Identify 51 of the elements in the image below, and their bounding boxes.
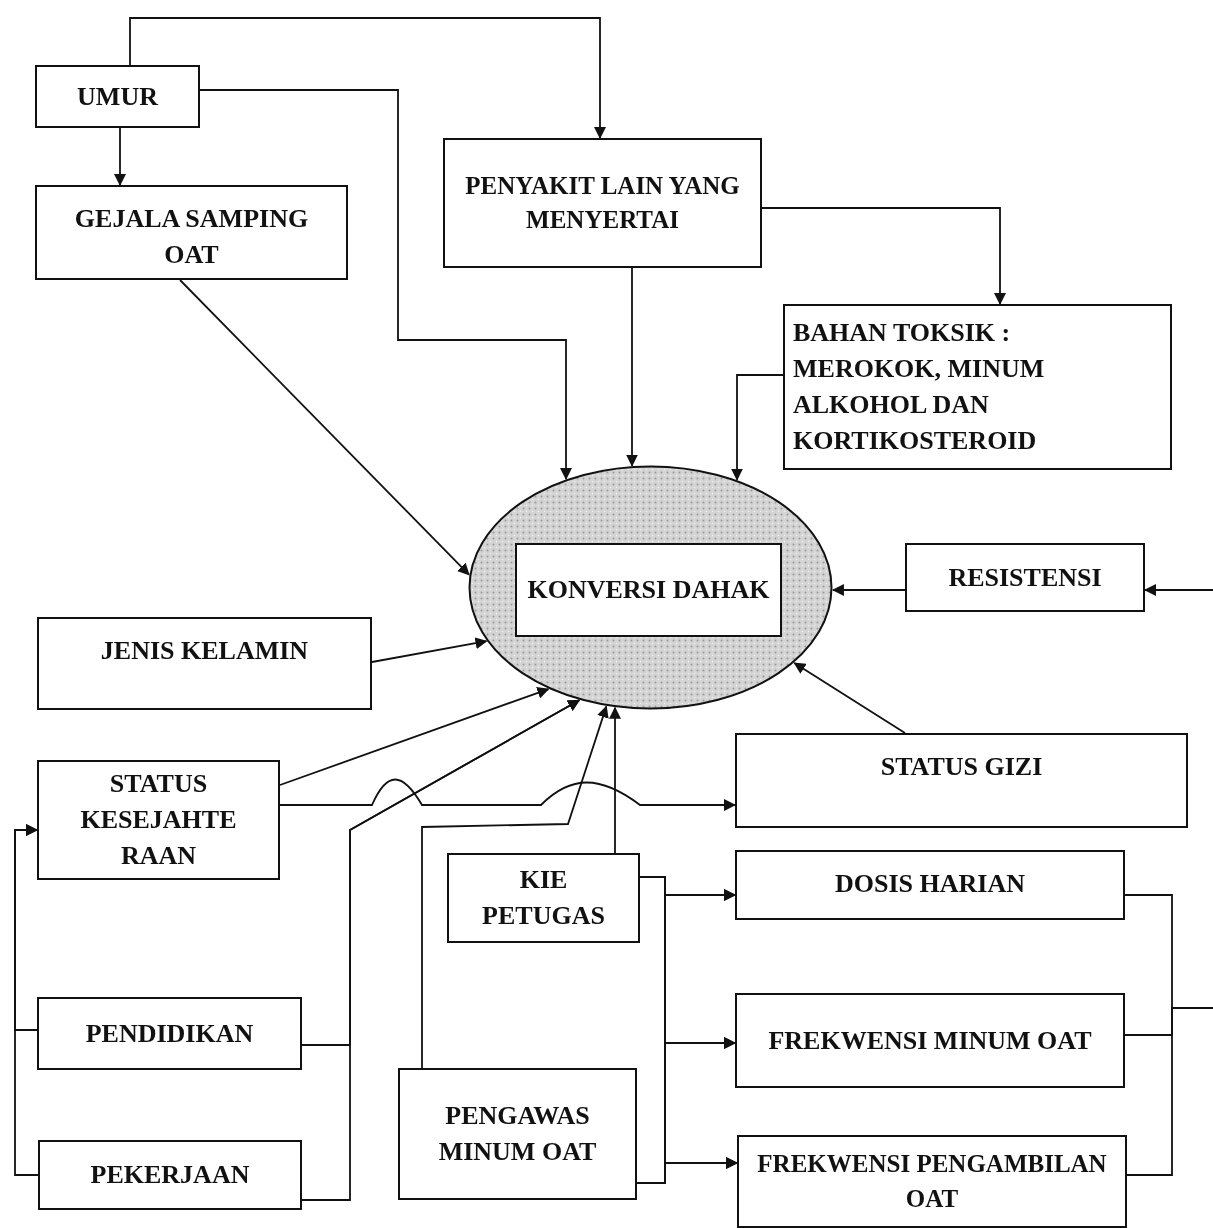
concept-box [735, 850, 1125, 920]
connector-arrow [609, 706, 621, 854]
connector-arrow [793, 662, 906, 734]
node-label: KONVERSI DAHAK [527, 574, 770, 607]
concept-box [35, 185, 348, 280]
node-label: PENDIDIKAN [85, 1017, 254, 1050]
concept-box [37, 997, 302, 1070]
connector-arrow [301, 699, 581, 1201]
connector-arrow [14, 824, 39, 1176]
connector-arrow [371, 637, 488, 663]
connector-arrow [831, 584, 906, 596]
concept-box [735, 993, 1125, 1088]
concept-box [37, 617, 372, 710]
connector-arrow [114, 127, 126, 186]
node-label: DOSIS HARIAN [835, 868, 1025, 900]
concept-box [447, 853, 640, 943]
concept-box [38, 1140, 302, 1210]
concept-box [515, 543, 782, 637]
connector-arrow [761, 207, 1006, 305]
node-label: RESISTENSI [948, 561, 1102, 594]
connector-arrow [421, 705, 609, 1069]
node-label: JENIS KELAMIN [100, 635, 309, 667]
node-label: FREKWENSI MINUM OAT [768, 1024, 1092, 1057]
concept-box [783, 304, 1172, 470]
concept-box [737, 1135, 1127, 1228]
connector-arrow [199, 89, 572, 480]
concept-box [37, 760, 280, 880]
concept-box [905, 543, 1145, 612]
connector-arrow [179, 279, 470, 576]
stippled-ellipse [468, 465, 833, 710]
connector-arrow [129, 17, 606, 139]
node-label: KIE PETUGAS [481, 864, 606, 932]
connector-arrow [279, 778, 736, 811]
node-label: PENGAWAS MINUM OAT [437, 1100, 598, 1168]
node-label: PEKERJAAN [90, 1159, 250, 1192]
connector-arrow [636, 1157, 738, 1184]
node-label: GEJALA SAMPING OAT [73, 203, 310, 271]
concept-box [398, 1068, 637, 1200]
connector-arrow [626, 267, 638, 467]
node-label: BAHAN TOKSIK : MEROKOK, MINUM ALKOHOL DAN KORTIKOSTEROID [793, 317, 1046, 457]
node-label: PENYAKIT LAIN YANG MENYERTAI [464, 170, 741, 235]
node-label: UMUR [77, 80, 158, 113]
concept-box [443, 138, 762, 268]
concept-box [735, 733, 1188, 828]
node-label: STATUS KESEJAHTE RAAN [79, 768, 238, 872]
node-label: STATUS GIZI [880, 751, 1043, 783]
connector-arrow [731, 374, 784, 481]
connector-arrow [279, 687, 550, 786]
node-label: FREKWENSI PENGAMBILAN OAT [756, 1149, 1108, 1214]
connector-arrow [1144, 584, 1213, 596]
concept-box [35, 65, 200, 128]
